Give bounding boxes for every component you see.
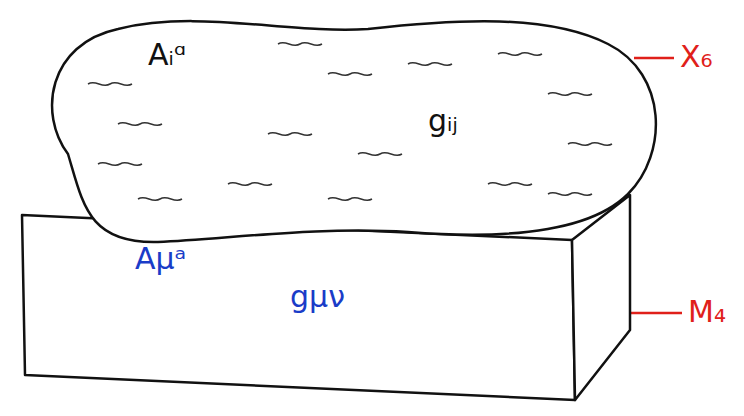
- field-symbol: Aᵢᵅ: [148, 38, 186, 71]
- field-symbol: gᵢⱼ: [428, 104, 458, 137]
- field-symbol: Aμᵃ: [135, 242, 186, 275]
- shape-outline: [28, 4, 668, 254]
- space-label: M₄: [688, 295, 726, 328]
- internal-space-blob: Aᵢᵅ gᵢⱼ: [28, 4, 668, 254]
- field-symbol: gμν: [290, 280, 345, 313]
- space-label: X₆: [680, 40, 713, 73]
- leader-line: [634, 57, 674, 60]
